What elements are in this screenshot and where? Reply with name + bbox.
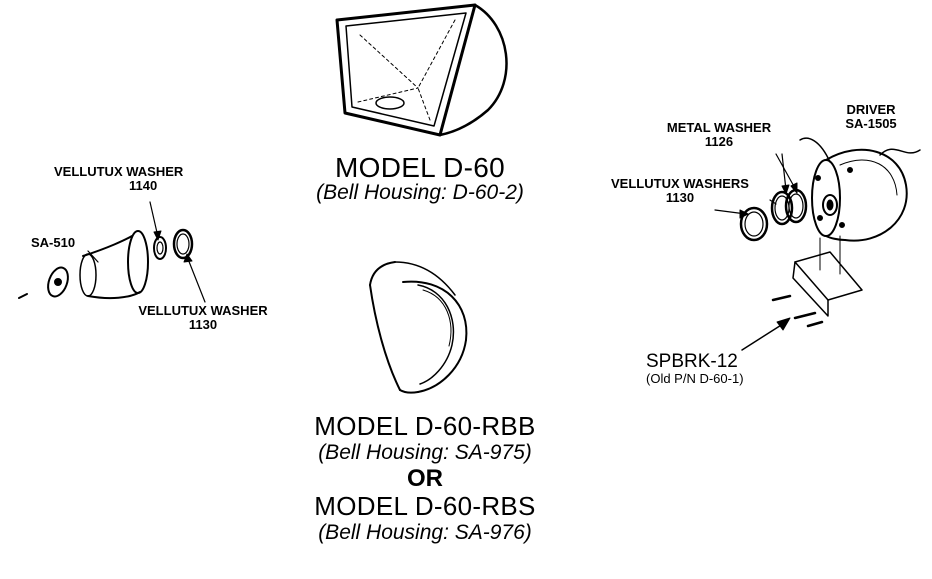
vellutux-washer-top-text: VELLUTUX WASHER [54, 164, 184, 179]
vellutux-washers-text: VELLUTUX WASHERS [611, 176, 749, 191]
part-1130-left-text: 1130 [188, 316, 218, 332]
old-pn-text: (Old P/N D-60-1) [646, 370, 744, 386]
driver-text: DRIVER [846, 102, 896, 117]
spbrk-12-text: SPBRK-12 [646, 351, 738, 372]
bell-housing-rbs-text: (Bell Housing: SA-976) [318, 520, 532, 544]
left-assembly-drawing [18, 201, 206, 303]
model-rbb-rbs-block: MODEL D-60-RBB (Bell Housing: SA-975) OR… [260, 411, 590, 544]
spbrk-12-label: SPBRK-12 (Old P/N D-60-1) [646, 352, 744, 386]
bell-housing-d60-text: (Bell Housing: D-60-2) [316, 181, 524, 205]
or-text: OR [407, 465, 443, 493]
sa-1505-text: SA-1505 [845, 115, 897, 131]
model-d60-block: MODEL D-60 (Bell Housing: D-60-2) [270, 153, 570, 204]
part-1130-right-text: 1130 [665, 189, 695, 205]
part-1126-text: 1126 [704, 133, 734, 149]
d60-bell-housing-drawing [335, 3, 508, 137]
sa-510-label: SA-510 [31, 235, 76, 250]
model-d60-rbs-title: MODEL D-60-RBS [314, 490, 536, 521]
model-d60-rbb-title: MODEL D-60-RBB [314, 411, 536, 441]
bell-housing-rbb-text: (Bell Housing: SA-975) [318, 441, 532, 465]
vellutux-washer-1130-label: VELLUTUX WASHER 1130 [118, 304, 288, 331]
round-bell-housing-drawing [369, 261, 468, 394]
vellutux-washer-bottom-text: VELLUTUX WASHER [138, 303, 268, 318]
model-d60-title: MODEL D-60 [334, 152, 505, 183]
metal-washer-1126-label: METAL WASHER 1126 [649, 121, 789, 148]
part-1140-text: 1140 [129, 177, 158, 193]
driver-sa1505-label: DRIVER SA-1505 [826, 103, 916, 130]
vellutux-washers-1130-label: VELLUTUX WASHERS 1130 [590, 177, 770, 204]
metal-washer-text: METAL WASHER [666, 120, 772, 135]
vellutux-washer-1140-label: VELLUTUX WASHER 1140 [54, 165, 234, 192]
right-assembly-drawing [714, 137, 921, 351]
